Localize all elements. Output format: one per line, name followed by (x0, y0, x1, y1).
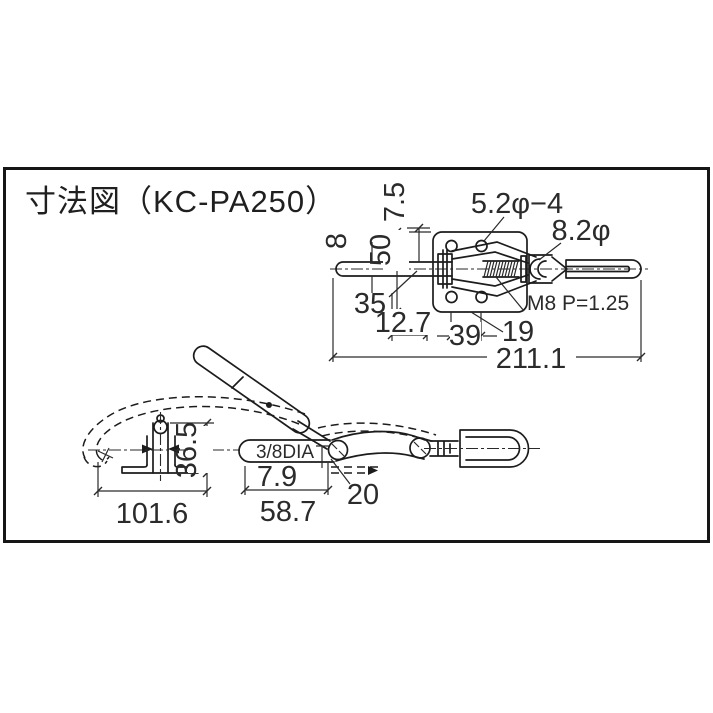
dim-20: 20 (347, 479, 379, 511)
dim-plate-width: 50 (365, 234, 397, 266)
dim-bar-dia: 3/8DIA (256, 442, 314, 463)
dim-58-7: 58.7 (260, 496, 316, 528)
dim-spindle-dia: 8.2φ (551, 215, 610, 247)
dim-35: 35 (354, 288, 386, 320)
dim-rod-offset: 7.5 (379, 182, 411, 222)
dim-base-length: 101.6 (116, 498, 189, 530)
top-view: 7.5 5.2φ−4 8.2φ 8 50 35 12.7 39 19 M8 P=… (321, 182, 648, 375)
dim-hole-span: 39 (449, 320, 481, 352)
dim-12-7: 12.7 (375, 307, 431, 339)
dim-height: 36.5 (171, 422, 203, 478)
drawing-title: 寸法図（KC-PA250） (25, 184, 338, 219)
dim-mount-holes: 5.2φ−4 (471, 188, 563, 220)
dim-handle-dia: 8 (321, 233, 353, 249)
dim-19: 19 (502, 316, 534, 348)
frame-border (3, 167, 710, 543)
dim-7-9: 7.9 (257, 461, 297, 493)
dim-overall-length: 211.1 (496, 343, 566, 375)
dim-thread-spec: M8 P=1.25 (527, 292, 629, 315)
side-view: 36.5 3/8DIA 7.9 20 101.6 58.7 (82, 345, 540, 530)
